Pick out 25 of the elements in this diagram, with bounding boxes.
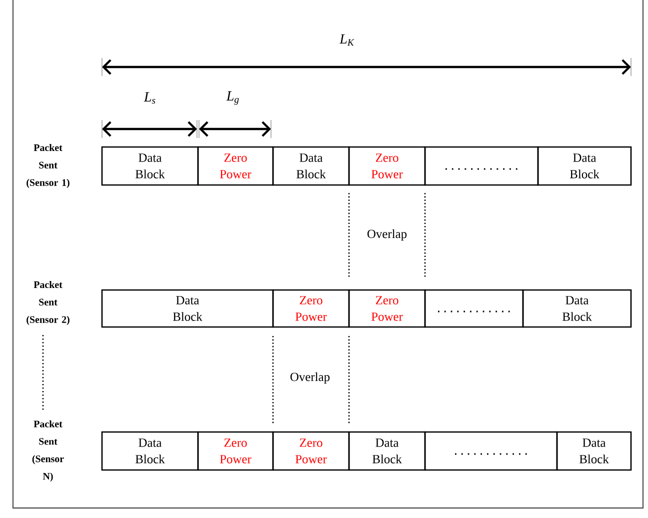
dimension-label: L$_{K}$ xyxy=(339,34,354,46)
dimension-label: L$_{g}$ xyxy=(226,91,239,105)
zero-power-cell: Zero Power xyxy=(197,431,274,471)
empty-cell xyxy=(424,146,539,186)
data-block-cell: Data Block xyxy=(101,146,199,186)
overlap-label: Overlap xyxy=(367,229,407,241)
zero-power-cell: Zero Power xyxy=(197,146,274,186)
data-block-cell: Data Block xyxy=(101,431,199,471)
zero-power-cell: Zero Power xyxy=(272,289,350,328)
data-block-cell: Data Block xyxy=(522,289,632,328)
zero-power-cell: Zero Power xyxy=(272,431,350,471)
data-block-cell: Data Block xyxy=(348,431,426,471)
row-label: Packet Sent (Sensor 1) xyxy=(26,144,70,188)
empty-cell xyxy=(424,289,524,328)
dimension-label: L$_{s}$ xyxy=(144,92,156,104)
row-label: Packet Sent (Sensor N) xyxy=(32,420,64,482)
data-block-cell: Data Block xyxy=(272,146,350,186)
data-block-cell: Data Block xyxy=(101,289,274,328)
overlap-label: Overlap xyxy=(290,372,330,384)
zero-power-cell: Zero Power xyxy=(348,146,426,186)
data-block-cell: Data Block xyxy=(537,146,632,186)
zero-power-cell: Zero Power xyxy=(348,289,426,328)
data-block-cell: Data Block xyxy=(556,431,632,471)
row-label: Packet Sent (Sensor 2) xyxy=(26,281,70,325)
empty-cell xyxy=(424,431,558,471)
